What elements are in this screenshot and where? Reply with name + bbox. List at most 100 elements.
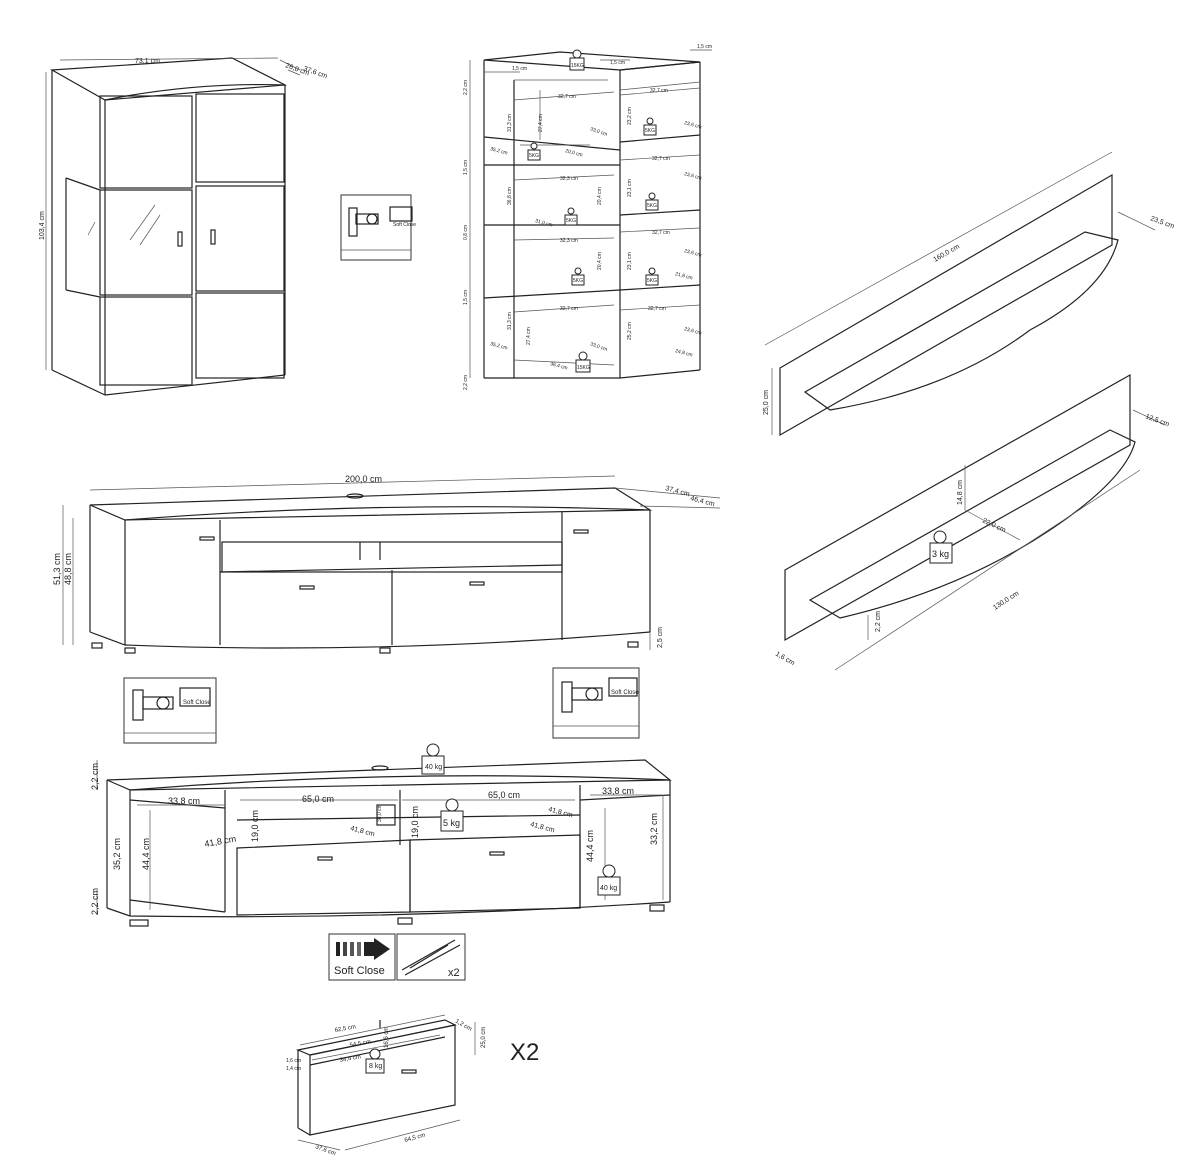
shelf2-side-label: 1,6 cm [774,651,796,668]
drawer-base-w-label: 64,5 cm [404,1133,426,1144]
drawer-w2-label: 54,5 cm [349,1039,371,1049]
drawer-h2-label: 25,0 cm [481,1027,487,1048]
cabinet-width-label: 73,1 cm [135,58,160,65]
shelf2-height-label: 14,8 cm [957,480,964,505]
dim-d-4: 31,0 cm [534,218,553,228]
weight-label-5: 5KG [573,278,583,284]
shelf2-weight-label: 3 kg [932,549,949,559]
dim-w-5: 32,7 cm [560,306,578,312]
shelf1-depth-label: 23,5 cm [1149,215,1175,230]
weight-label-6: 5KG [647,278,657,284]
dim-left-5: 2,2 cm [463,375,469,390]
drawer-t1-label: 1,2 cm [454,1019,473,1033]
weight-top-label: 15KG [571,63,584,69]
tv-unit-drawing [62,475,721,654]
shelf2-depth-label: 12,5 cm [1144,413,1170,428]
drawer-base-d-label: 37,6 cm [314,1144,336,1157]
drawer-count-label: X2 [510,1039,539,1066]
hinge-label-1: Soft Close [393,222,416,228]
shelf2-inner-depth-label: 22,0 cm [981,517,1007,534]
dim-w-3: 32,3 cm [560,176,578,182]
tv-depth-m2-label: 41,8 cm [529,821,555,834]
tv-foot-label: 2,5 cm [657,627,664,648]
dim-h-2: 27,4 cm [538,114,544,132]
tv-interior-weight-icons [421,743,621,896]
tv-depth1-label: 37,4 cm [664,485,690,498]
weight-label-2: 5KG [645,128,655,134]
dim-d-10: 33,0 cm [589,341,608,353]
dim-d-3: 20,0 cm [564,148,583,158]
shelf2-weight-icon [929,530,953,564]
shelf2-length-label: 130,0 cm [992,590,1020,612]
tv-bottom-thick-label: 2,2 cm [90,888,100,915]
dim-h-10: 23,1 cm [627,252,633,270]
tv-mid-w2-label: 65,0 cm [488,790,520,800]
drawer-t2-label: 1,6 cm [286,1058,301,1064]
dim-h-11: 25,2 cm [627,322,633,340]
dim-w-7: 32,7 cm [652,230,670,236]
shelf1-height-label: 25,0 cm [763,390,770,415]
dim-left-4: 1,5 cm [463,290,469,305]
shelf2-thickness-label: 2,2 cm [875,611,882,632]
dim-d-2: 35,2 cm [489,146,508,156]
drawer-w1-label: 62,5 cm [334,1024,356,1034]
dim-h-8: 23,2 cm [627,107,633,125]
tv-side-w2-label: 33,8 cm [602,786,634,796]
drawer-h1-label: 16,6 cm [384,1027,390,1048]
tv-height-l2-label: 44,4 cm [141,838,151,870]
dim-h-5: 20,4 cm [597,252,603,270]
dim-top-2: 1,5 cm [610,60,625,66]
hinge-soft-close-icon [340,194,413,261]
dim-d-7: 23,6 cm [683,248,702,258]
tv-height-r1-label: 44,4 cm [585,830,595,862]
tv-depth-l-label: 41,8 cm [204,834,237,849]
drawer-drawing [295,1014,476,1151]
tv-height1-label: 51,3 cm [52,553,62,585]
drawer-weight-icon [365,1048,385,1074]
dim-h-6: 31,3 cm [507,312,513,330]
soft-close-feature-label: Soft Close [334,965,385,977]
drawer-d1-label: 34,4 cm [339,1054,361,1064]
dim-d-5: 23,6 cm [683,120,702,130]
dim-w-6: 32,7 cm [652,156,670,162]
drawer-t3-label: 1,4 cm [286,1066,301,1072]
dim-d-13: 24,8 cm [674,348,693,358]
dim-d-9: 36,4 cm [549,361,568,371]
tv-width-label: 200,0 cm [345,474,382,484]
hinge-label-2: Soft Close [183,700,211,706]
dim-h-1: 31,3 cm [507,114,513,132]
dim-top-1: 1,5 cm [512,66,527,72]
dim-w-2: 32,7 cm [650,88,668,94]
tv-weight-mid-label: 5 kg [443,818,460,828]
tv-depth-m1-label: 41,8 cm [349,825,375,838]
cabinet-depth2-label: 26,0 cm [284,62,310,77]
dim-w-1: 32,7 cm [558,94,576,100]
dim-d-12: 21,8 cm [674,271,693,281]
tv-weight-right-label: 40 kg [600,885,617,892]
weight-label-3: 5KG [566,218,576,224]
dim-left-3: 0,8 cm [463,225,469,240]
tv-interior-drawing [96,759,672,927]
tv-depth-r-label: 41,8 cm [547,806,573,819]
drawer-weight-label: 8 kg [369,1063,382,1070]
weight-label-4: 5KG [647,203,657,209]
cabinet-height-label: 103,4 cm [39,211,46,240]
interior-weight-icons [527,49,659,373]
tv-side-w1-label: 33,8 cm [168,796,200,806]
dim-h-3: 36,8 cm [507,187,513,205]
shelf1-drawing [764,151,1156,437]
weight-label-7: 15KG [577,365,590,371]
shelf1-length-label: 160,0 cm [933,243,962,264]
shelf2-drawing [784,373,1166,671]
dim-left-2: 1,5 cm [463,160,469,175]
tv-height-l1-label: 35,2 cm [112,838,122,870]
dim-h-9: 23,1 cm [627,179,633,197]
dim-h-4: 20,4 cm [597,187,603,205]
dim-left-1: 2,2 cm [463,80,469,95]
tv-small-label: 38,0 cm [377,804,383,822]
tv-weight-top-label: 40 kg [425,764,442,771]
runner-count-label: x2 [448,967,460,979]
dim-d-8: 23,6 cm [683,326,702,336]
dim-w-8: 32,7 cm [648,306,666,312]
